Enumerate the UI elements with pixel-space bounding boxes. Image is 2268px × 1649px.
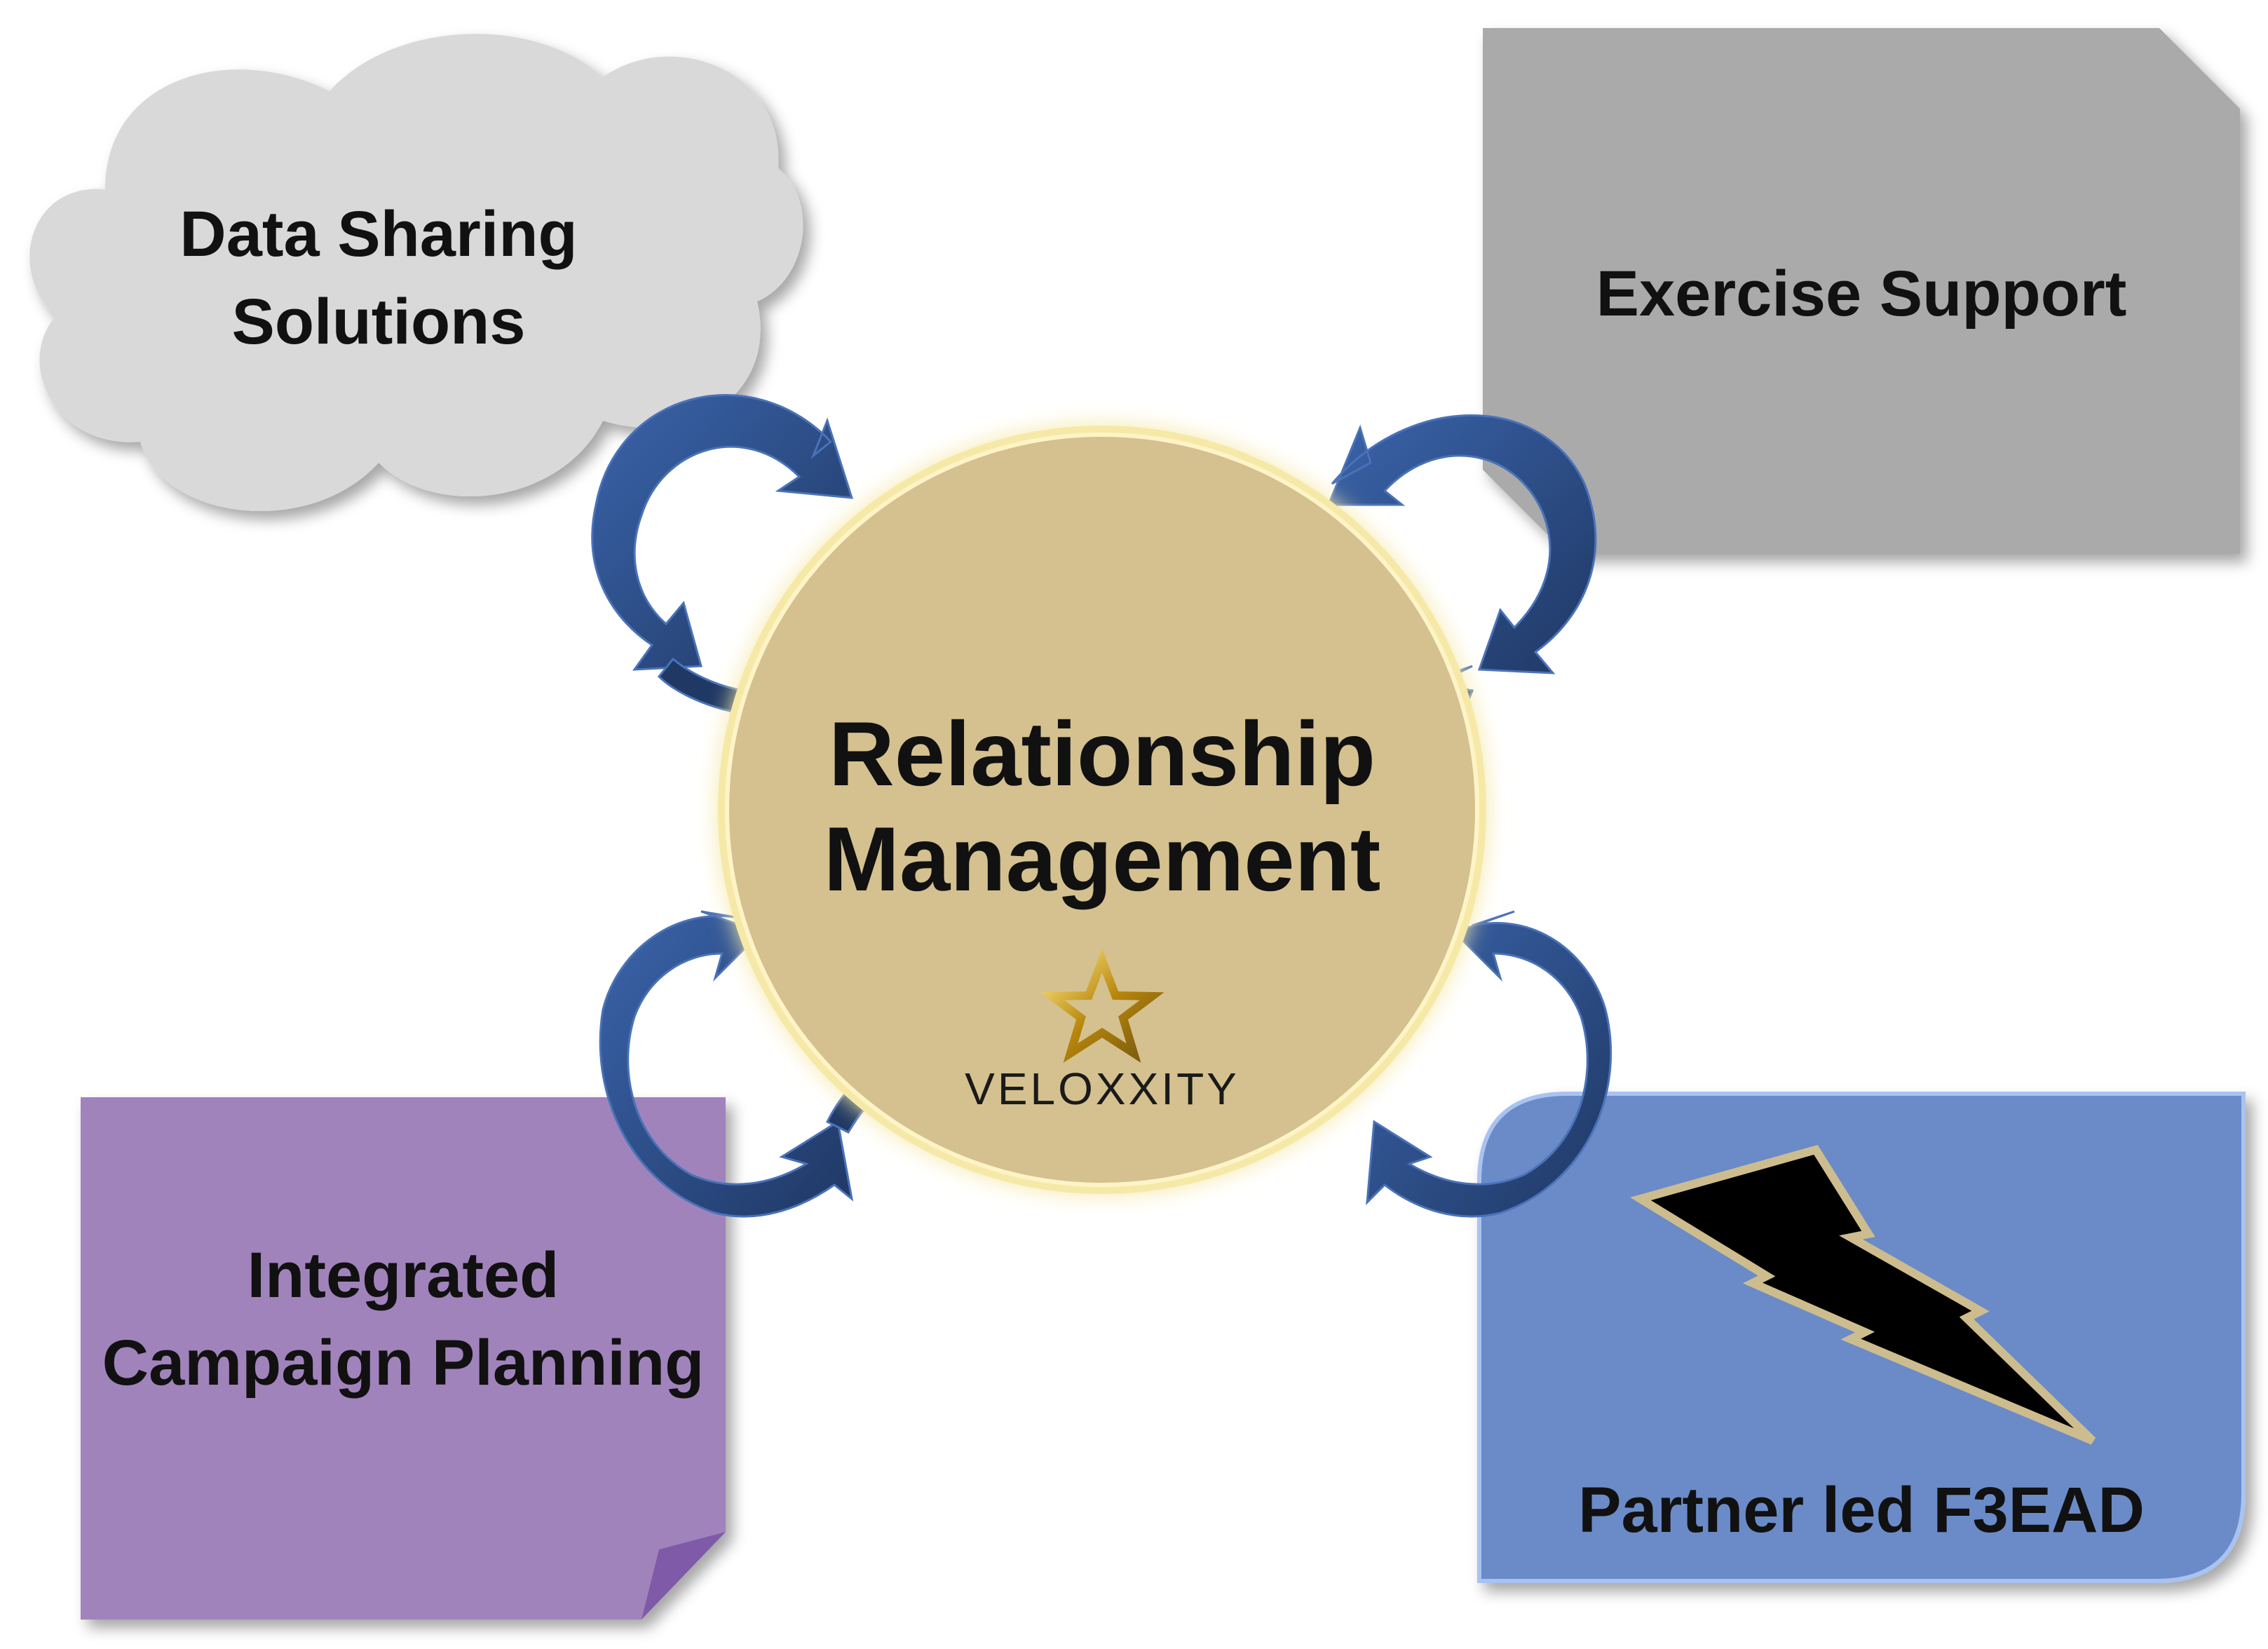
- partner-f3ead-label: Partner led F3EAD: [1578, 1474, 2145, 1546]
- campaign-page-curl: [641, 1532, 726, 1620]
- exercise-support-box: [1483, 28, 2240, 554]
- relationship-management-hub: Relationship Management VELOXXITY: [718, 426, 1486, 1194]
- partner-f3ead-box: [1477, 1092, 2246, 1583]
- exercise-shape: [1483, 28, 2240, 554]
- cloud-shape: [29, 34, 803, 512]
- data-sharing-cloud: [29, 34, 803, 512]
- hub-title-line1: Relationship: [829, 703, 1376, 805]
- integrated-campaign-label-line2: Campaign Planning: [102, 1327, 705, 1399]
- exercise-support-label: Exercise Support: [1596, 258, 2127, 330]
- data-sharing-label-line1: Data Sharing: [179, 198, 577, 270]
- brand-wordmark: VELOXXITY: [965, 1064, 1240, 1114]
- hub-title-line2: Management: [824, 808, 1381, 910]
- campaign-shape: [81, 1097, 726, 1620]
- arrow-cycle-top-left: [591, 394, 854, 713]
- data-sharing-label-line2: Solutions: [231, 286, 525, 358]
- star-icon: [1040, 949, 1164, 1063]
- integrated-campaign-box: [81, 1097, 726, 1620]
- hub-circle: [725, 433, 1479, 1187]
- lightning-bolt-icon: [1630, 1145, 2096, 1445]
- integrated-campaign-label-line1: Integrated: [247, 1240, 559, 1311]
